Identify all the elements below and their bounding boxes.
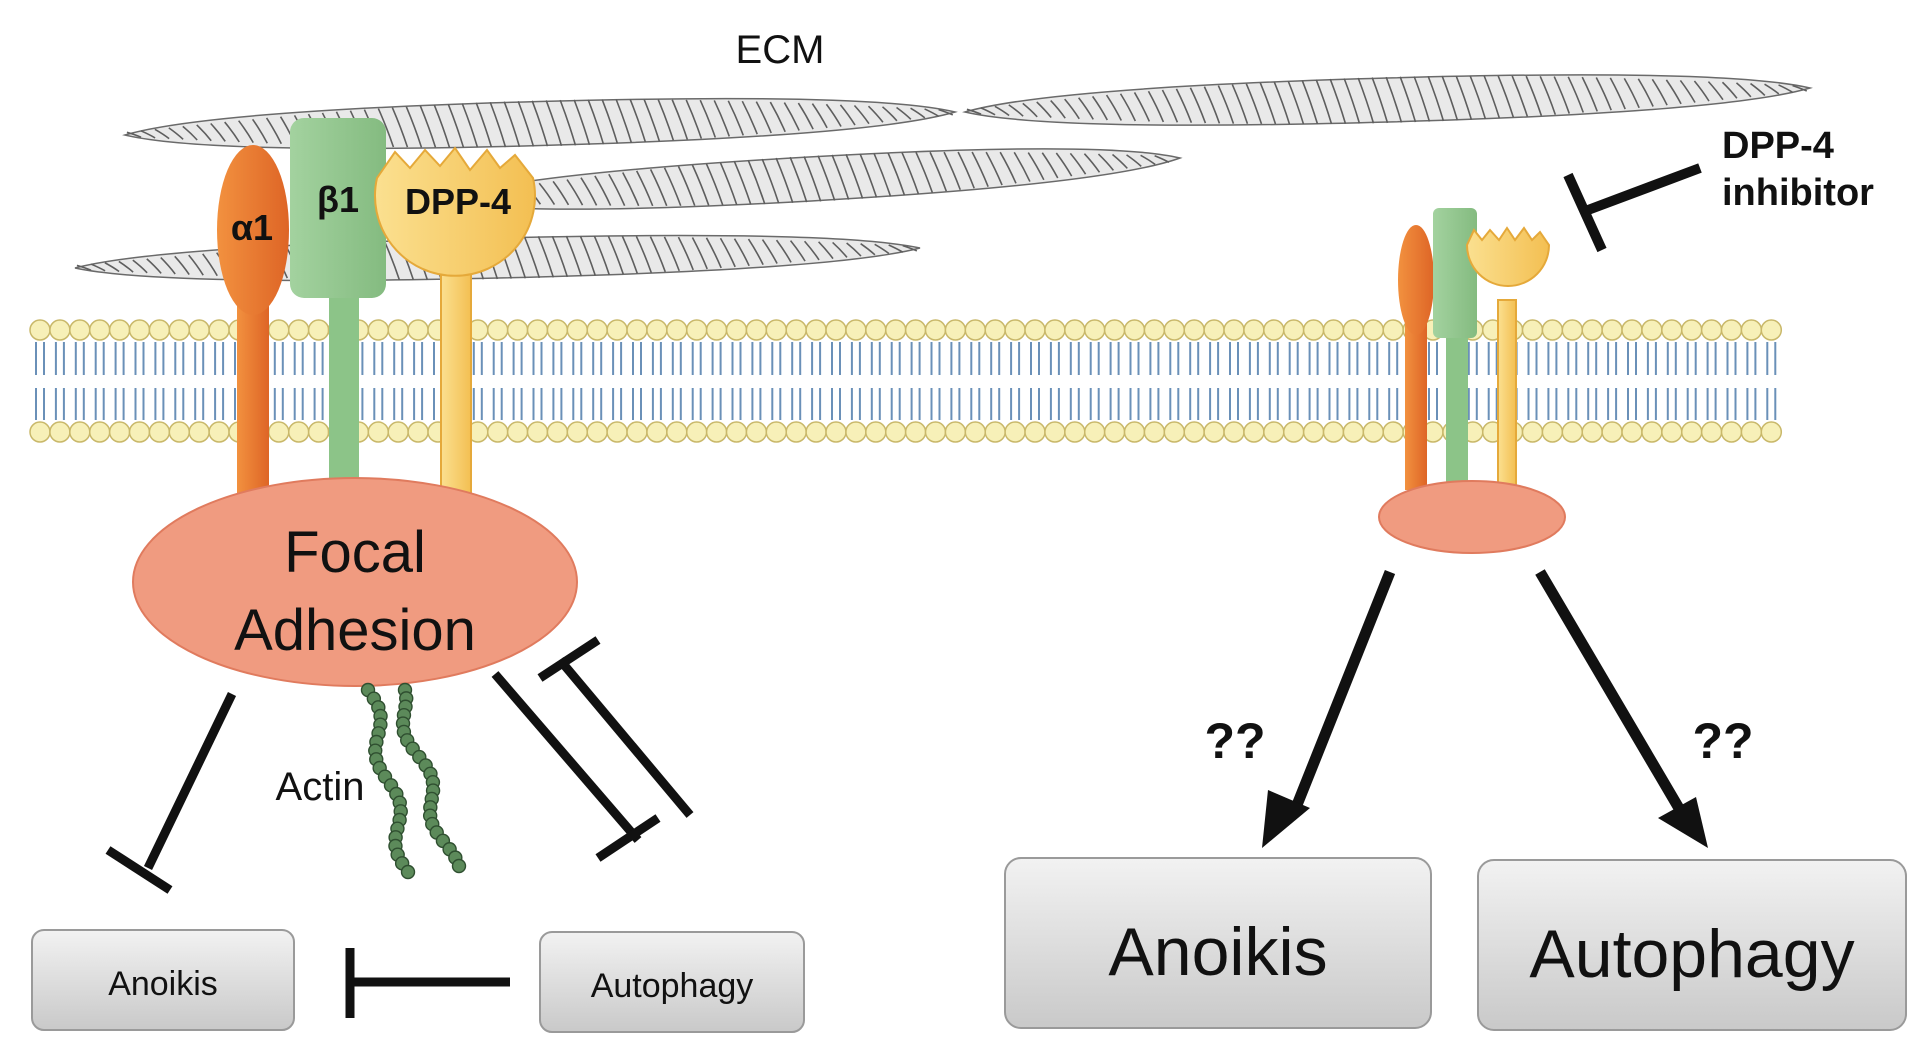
actin-label: Actin xyxy=(276,765,365,809)
dpp4-label: DPP-4 xyxy=(405,181,511,222)
alpha1-integrin xyxy=(217,145,289,502)
right-anoikis-box: Anoikis xyxy=(1004,857,1432,1029)
left-autophagy-box: Autophagy xyxy=(539,931,805,1033)
right-receptor-complex xyxy=(1378,208,1566,554)
focal-adhesion: Focal Adhesion xyxy=(132,477,578,687)
left-receptor-complex: α1 β1 DPP-4 xyxy=(217,118,536,503)
dpp4-receptor xyxy=(374,146,536,503)
left-anoikis-box: Anoikis xyxy=(31,929,295,1031)
right-alpha1-integrin xyxy=(1398,225,1434,490)
lipid-heads xyxy=(29,319,1783,443)
left-anoikis-label: Anoikis xyxy=(108,965,218,1003)
unknown-label-right: ?? xyxy=(1692,713,1753,769)
collagen-fiber xyxy=(437,148,1183,210)
inhibitor-label-line1: DPP-4 xyxy=(1722,125,1834,167)
alpha1-label: α1 xyxy=(231,207,273,248)
actin-bead xyxy=(400,864,416,880)
beta1-integrin xyxy=(290,118,386,502)
beta1-label: β1 xyxy=(317,179,359,220)
left-autophagy-label: Autophagy xyxy=(591,967,754,1005)
right-focal-adhesion xyxy=(1378,480,1566,554)
right-beta1-integrin xyxy=(1433,208,1477,490)
inhibitor-label-line2: inhibitor xyxy=(1722,172,1874,214)
ecm-label: ECM xyxy=(736,28,825,72)
actin-filament xyxy=(360,682,467,880)
dpp4-inhibitor-symbol xyxy=(1563,163,1702,253)
actin-bead xyxy=(451,858,467,874)
left-inhibition-arrows xyxy=(105,636,694,1018)
lipid-bilayer-membrane xyxy=(29,319,1783,443)
focal-label-line2: Adhesion xyxy=(234,598,476,663)
right-autophagy-label: Autophagy xyxy=(1529,916,1854,992)
right-anoikis-label: Anoikis xyxy=(1108,914,1327,990)
right-autophagy-box: Autophagy xyxy=(1477,859,1907,1031)
right-dpp4-receptor xyxy=(1465,226,1551,491)
focal-label-line1: Focal xyxy=(284,520,426,585)
collagen-fiber xyxy=(962,74,1813,126)
right-arrows xyxy=(1262,569,1708,848)
unknown-label-left: ?? xyxy=(1204,713,1265,769)
